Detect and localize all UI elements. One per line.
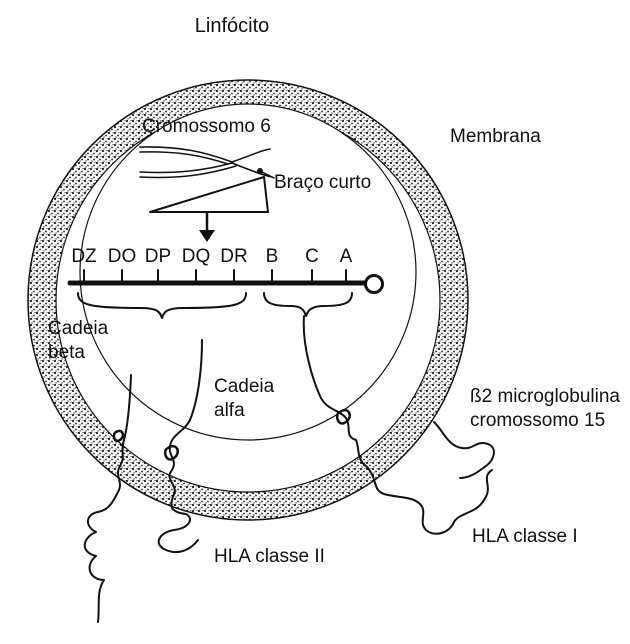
hla-class-ii-label: HLA classe II [214, 546, 325, 567]
cell-title: Linfócito [195, 15, 270, 37]
hla-class-i-label: HLA classe I [472, 526, 578, 547]
gene-label-c: C [305, 246, 319, 267]
beta2-microglobulin-label: ß2 microglobulina cromossomo 15 [470, 386, 625, 431]
gene-label-dz: DZ [71, 246, 97, 267]
gene-label-b: B [266, 246, 279, 267]
membrane-label: Membrana [450, 126, 541, 147]
gene-label-do: DO [108, 246, 137, 267]
chromosome-label: Cromossomo 6 [142, 116, 271, 137]
gene-label-a: A [340, 246, 353, 267]
gene-label-dp: DP [145, 246, 171, 267]
gene-label-dr: DR [220, 246, 247, 267]
gene-label-dq: DQ [182, 246, 211, 267]
short-arm-label: Braço curto [274, 172, 371, 193]
